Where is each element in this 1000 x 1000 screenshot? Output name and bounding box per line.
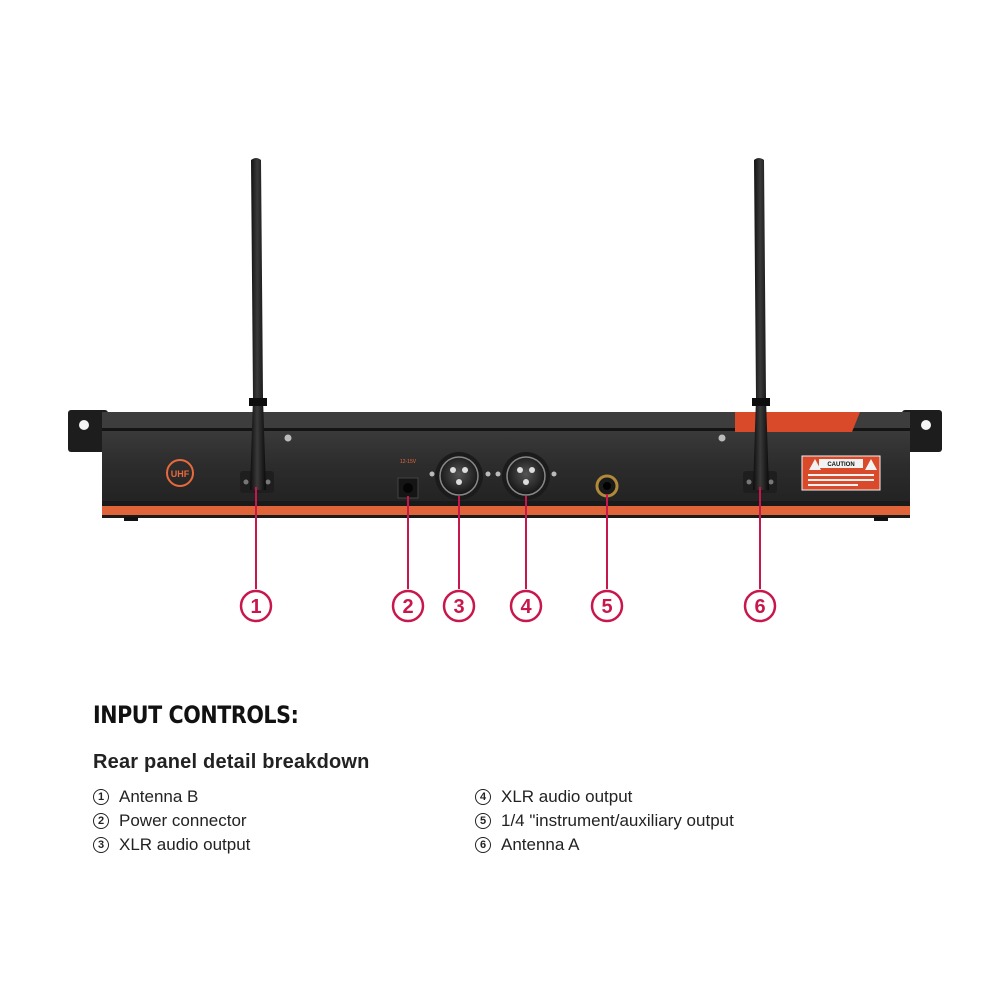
top-sticker [735, 412, 860, 432]
dc-jack-icon: 12-15V [397, 459, 419, 499]
xlr-connector-icon [435, 452, 483, 500]
callout-6: 6 [754, 596, 765, 618]
legend-label: XLR audio output [119, 835, 251, 854]
callout-2: 2 [402, 596, 413, 618]
antenna-icon [752, 158, 770, 490]
callout-lines [255, 487, 761, 589]
legend-number: 4 [475, 789, 491, 805]
legend-number: 6 [475, 837, 491, 853]
screws [284, 434, 726, 477]
callout-3: 3 [453, 596, 464, 618]
legend-right: 4 XLR audio output 5 1/4 "instrument/aux… [475, 785, 734, 857]
orange-stripe [102, 506, 910, 515]
legend-item: 5 1/4 "instrument/auxiliary output [475, 809, 734, 833]
label-antenna-b: ANTENNA-B [242, 506, 274, 512]
legend-item: 4 XLR audio output [475, 785, 734, 809]
antenna-icon [249, 158, 267, 490]
legend-item: 1 Antenna B [93, 785, 250, 809]
callout-1: 1 [250, 596, 261, 618]
legend-label: Antenna A [501, 835, 580, 854]
quarter-inch-jack-icon [595, 474, 619, 498]
legend-number: 1 [93, 789, 109, 805]
legend-number: 2 [93, 813, 109, 829]
legend-label: XLR audio output [501, 787, 633, 806]
rack-ear-left [68, 410, 108, 452]
callout-5: 5 [601, 596, 612, 618]
legend-label: 1/4 "instrument/auxiliary output [501, 811, 734, 830]
rack-ear-right [902, 410, 942, 452]
logo-text: UHF [171, 469, 190, 479]
callout-4: 4 [520, 596, 532, 618]
section-subtitle: Rear panel detail breakdown [93, 751, 370, 773]
rear-panel-figure: UHF 12-15V [68, 158, 942, 623]
section-title: INPUT CONTROLS: [93, 701, 299, 729]
legend-item: 2 Power connector [93, 809, 250, 833]
label-dc-input: DC INPUT [396, 506, 423, 512]
caution-label-icon: CAUTION [801, 455, 881, 491]
caution-text: CAUTION [827, 462, 854, 468]
xlr-connector-icon [502, 452, 550, 500]
legend-left: 1 Antenna B 2 Power connector 3 XLR audi… [93, 785, 250, 857]
callout-circles [239, 589, 777, 623]
legend-item: 6 Antenna A [475, 833, 734, 857]
legend-label: Power connector [119, 811, 247, 830]
legend-label: Antenna B [119, 787, 199, 806]
legend-item: 3 XLR audio output [93, 833, 250, 857]
legend-number: 3 [93, 837, 109, 853]
legend-number: 5 [475, 813, 491, 829]
uhf-logo-icon: UHF [166, 459, 194, 487]
dc-voltage-label: 12-15V [400, 459, 417, 465]
